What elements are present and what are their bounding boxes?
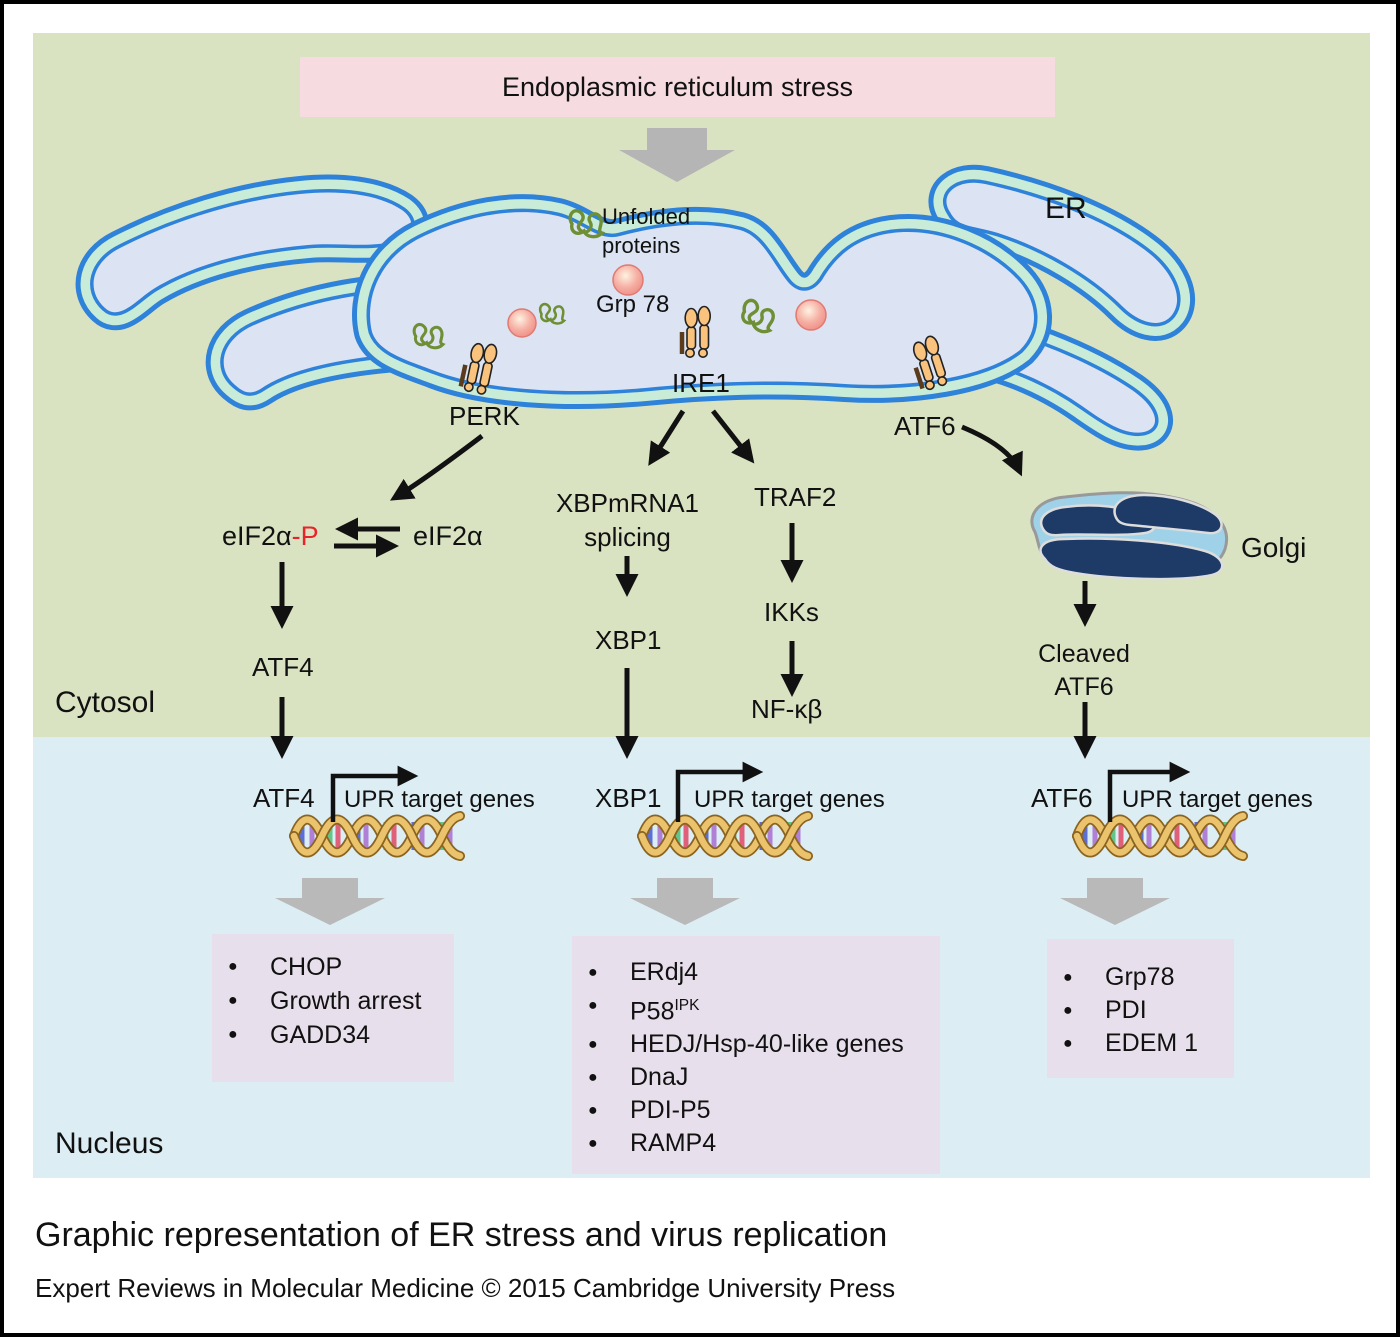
- dna-helix-xbp1: [642, 816, 808, 856]
- xbp1-nucleus-label: XBP1: [595, 783, 662, 813]
- atf4-cytosol-label: ATF4: [252, 652, 314, 682]
- list-item: Growth arrest: [212, 984, 454, 1018]
- list-item: PDI: [1047, 994, 1234, 1027]
- dna-helix-atf4: [294, 816, 460, 856]
- eif2a-phospho-label: eIF2α-P: [222, 521, 319, 551]
- phospho-suffix: -P: [291, 521, 319, 551]
- promoter-arrows: [330, 761, 1191, 822]
- p58-superscript: IPK: [674, 997, 700, 1014]
- golgi-label: Golgi: [1241, 532, 1307, 563]
- atf6-promoter-arrow: [1107, 761, 1191, 822]
- atf6-label: ATF6: [894, 411, 956, 441]
- golgi-icon: [1030, 491, 1228, 581]
- eif2a-label: eIF2α: [413, 521, 483, 551]
- pathway-arrows: [270, 409, 1097, 759]
- atf4-target-list: CHOP Growth arrest GADD34: [212, 934, 454, 1052]
- atf6-nucleus-label: ATF6: [1031, 783, 1093, 813]
- er-stress-banner: Endoplasmic reticulum stress: [300, 57, 1055, 117]
- nfkb-label: NF-κβ: [751, 694, 823, 724]
- atf6-target-list: Grp78 PDI EDEM 1: [1047, 939, 1234, 1060]
- dna-helix-atf6: [1077, 816, 1243, 856]
- figure-caption-title: Graphic representation of ER stress and …: [35, 1216, 888, 1254]
- er-label: ER: [1045, 192, 1087, 225]
- xbp-splicing-label: XBPmRNA1 splicing: [555, 488, 700, 552]
- atf6-to-golgi-arrow: [961, 424, 1023, 477]
- traf2-label: TRAF2: [754, 482, 837, 512]
- atf4-results-arrow-icon: [275, 878, 385, 925]
- atf4-target-box: CHOP Growth arrest GADD34: [212, 934, 454, 1082]
- perk-label: PERK: [449, 401, 520, 431]
- list-item: P58IPK: [572, 989, 940, 1028]
- ire1-to-xbp-arrow: [648, 409, 686, 466]
- figure-caption-credit: Expert Reviews in Molecular Medicine © 2…: [35, 1273, 896, 1303]
- list-item: Grp78: [1047, 961, 1234, 994]
- atf6-results-arrow-icon: [1060, 878, 1170, 925]
- list-item: PDI-P5: [572, 1094, 940, 1127]
- list-item: HEDJ/Hsp-40-like genes: [572, 1028, 940, 1061]
- xbp1-upr-target-genes-label: UPR target genes: [694, 786, 885, 813]
- nucleus-label: Nucleus: [55, 1127, 164, 1160]
- stress-down-arrow-icon: [619, 128, 735, 182]
- atf6-target-box: Grp78 PDI EDEM 1: [1047, 939, 1234, 1078]
- xbp1-target-list: ERdj4 P58IPK HEDJ/Hsp-40-like genes DnaJ…: [572, 936, 940, 1160]
- cleaved-atf6-label: Cleaved ATF6: [1038, 640, 1130, 701]
- ire1-label: IRE1: [672, 368, 730, 398]
- cytosol-label: Cytosol: [55, 686, 156, 719]
- atf4-nucleus-label: ATF4: [253, 783, 315, 813]
- list-item: RAMP4: [572, 1127, 940, 1160]
- list-item: CHOP: [212, 950, 454, 984]
- xbp1-cytosol-label: XBP1: [595, 625, 662, 655]
- atf4-promoter-arrow: [330, 765, 419, 822]
- grp78-chaperone-icons: [507, 264, 827, 338]
- ire1-to-traf2-arrow: [711, 409, 755, 464]
- list-item: GADD34: [212, 1018, 454, 1052]
- unfolded-proteins-label: Unfolded proteins: [602, 204, 691, 258]
- perk-to-eif2a-arrow: [390, 434, 484, 501]
- atf4-upr-target-genes-label: UPR target genes: [344, 786, 535, 813]
- atf6-upr-target-genes-label: UPR target genes: [1122, 786, 1313, 813]
- xbp1-results-arrow-icon: [630, 878, 740, 925]
- xbp1-target-box: ERdj4 P58IPK HEDJ/Hsp-40-like genes DnaJ…: [572, 936, 940, 1174]
- list-item: ERdj4: [572, 956, 940, 989]
- list-item: EDEM 1: [1047, 1027, 1234, 1060]
- ikks-label: IKKs: [764, 597, 819, 627]
- xbp1-promoter-arrow: [675, 761, 764, 822]
- grp78-label: Grp 78: [596, 291, 670, 318]
- list-item: DnaJ: [572, 1061, 940, 1094]
